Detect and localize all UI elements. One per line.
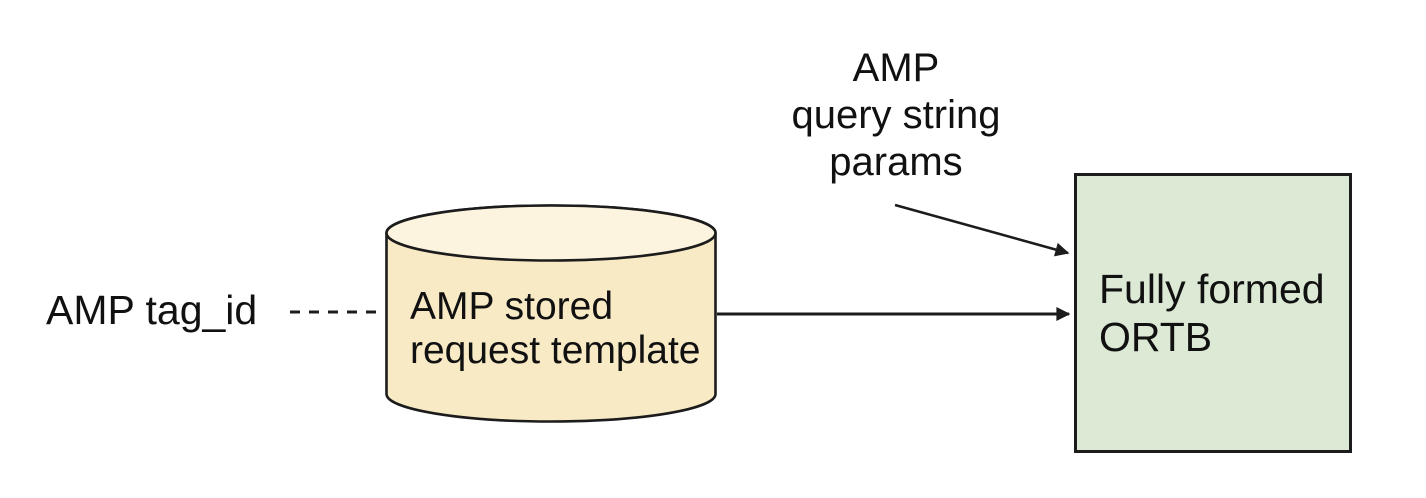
ortb-box-label-line2: ORTB <box>1099 314 1213 360</box>
stored-request-label: AMP stored request template <box>410 285 701 373</box>
stored-request-label-line2: request template <box>410 329 701 372</box>
cylinder-top <box>385 204 717 262</box>
query-params-label-line1: AMP <box>852 46 940 90</box>
queryparams-to-ortb-arrow <box>894 203 1070 257</box>
tag-id-label: AMP tag_id <box>46 287 258 333</box>
query-params-label-line2: query string <box>791 93 1001 137</box>
query-params-label: AMP query string params <box>756 45 1036 186</box>
database-cylinder-shape <box>385 204 717 423</box>
ortb-box-label-line1: Fully formed <box>1099 266 1325 312</box>
query-params-label-line3: params <box>829 140 963 184</box>
ortb-box: Fully formed ORTB <box>1074 173 1352 453</box>
stored-request-label-line1: AMP stored <box>410 285 614 328</box>
